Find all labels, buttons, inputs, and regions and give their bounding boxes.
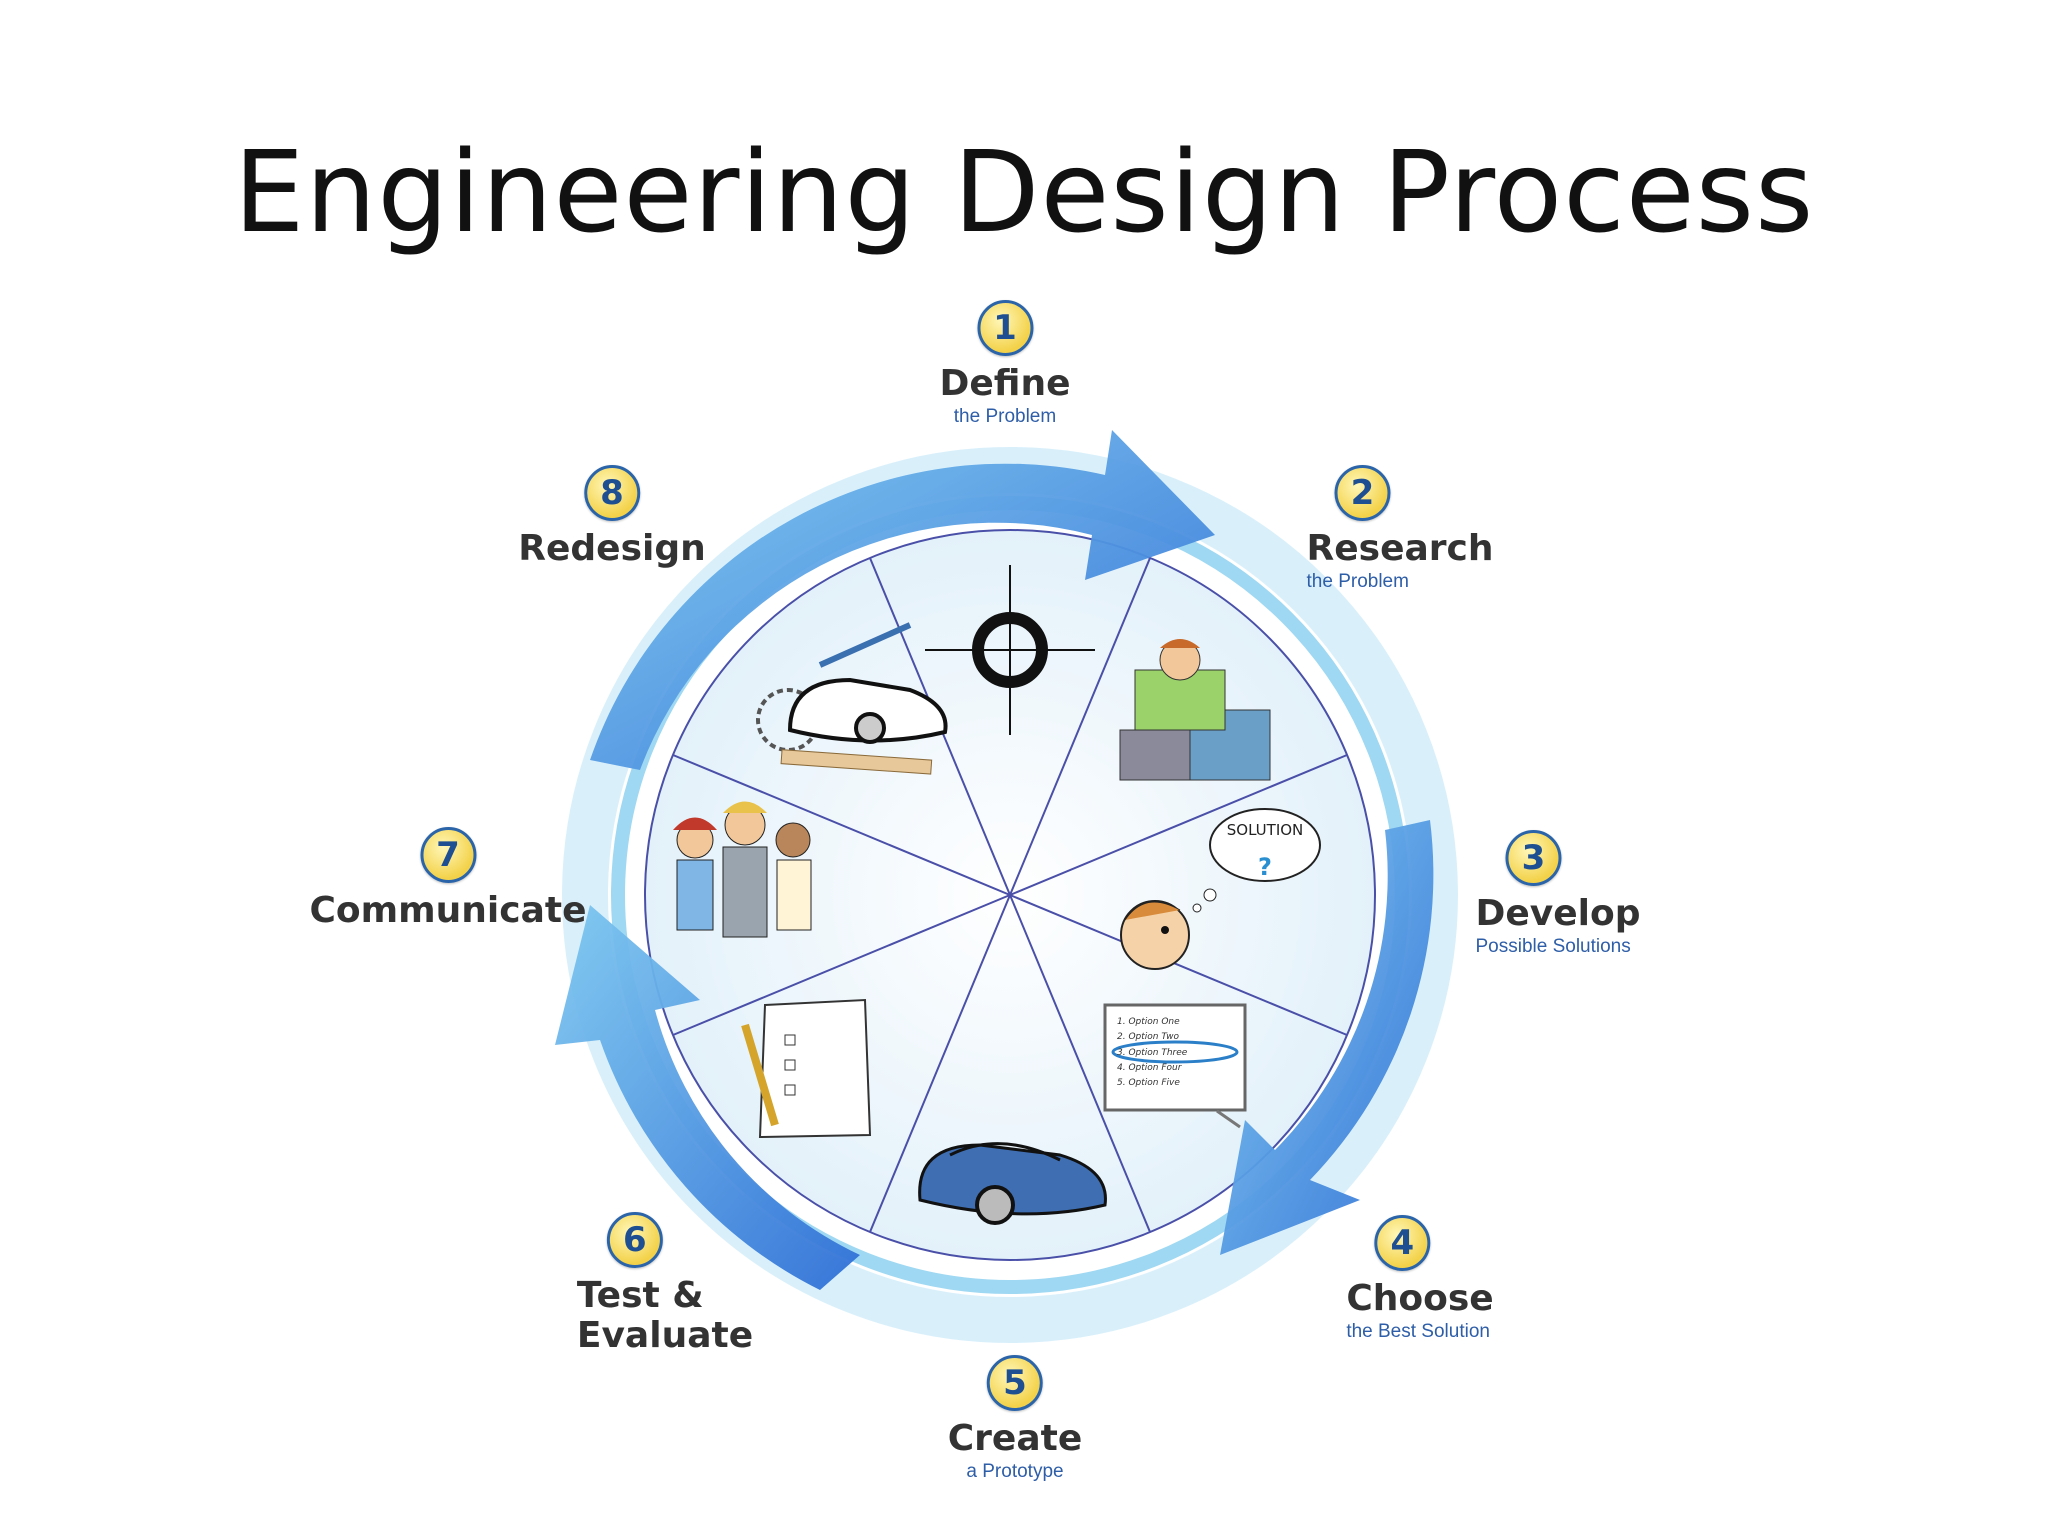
checklist-lines: 1. Option One 2. Option Two 3. Option Th… (1117, 1017, 1188, 1088)
checklist-board-icon (1103, 1003, 1247, 1129)
target-crosshair-icon (925, 565, 1095, 735)
step-choose: 4 Choose the Best Solution (1346, 1215, 1494, 1343)
car-redesign-icon (756, 622, 948, 775)
top-arrow (590, 430, 1215, 770)
wheel-spokes (672, 557, 1348, 1233)
test-checklist-icon (741, 998, 872, 1139)
step-number-badge: 5 (986, 1355, 1043, 1411)
step-title: Define (939, 363, 1071, 404)
step-subtitle: the Problem (953, 406, 1057, 427)
step-title: Redesign (518, 528, 706, 569)
step-communicate: 7 Communicate (309, 827, 587, 931)
svg-text:5. Option Five: 5. Option Five (1117, 1078, 1180, 1088)
step-title: Test & Evaluate (576, 1275, 754, 1356)
step-develop: 3 Develop Possible Solutions (1475, 830, 1641, 958)
question-mark: ? (1258, 853, 1272, 881)
step-number-badge: 1 (977, 300, 1033, 356)
step-number-badge: 3 (1505, 830, 1562, 886)
step-title: Research (1306, 528, 1494, 569)
step-title: Create (947, 1418, 1083, 1459)
step-redesign: 8 Redesign (518, 465, 706, 569)
step-number-badge: 7 (420, 827, 476, 883)
prototype-car-icon (918, 1142, 1107, 1225)
step-test-evaluate: 6 Test & Evaluate (577, 1212, 753, 1356)
step-subtitle: the Best Solution (1346, 1321, 1490, 1342)
step-number-badge: 2 (1334, 465, 1391, 521)
step-number-badge: 4 (1374, 1215, 1431, 1271)
reading-person-icon (1119, 639, 1271, 781)
step-subtitle: a Prototype (966, 1461, 1064, 1482)
step-define: 1 Define the Problem (939, 300, 1071, 428)
svg-text:1. Option One: 1. Option One (1117, 1017, 1180, 1027)
thinking-person-icon (1120, 808, 1321, 970)
step-research: 2 Research the Problem (1307, 465, 1494, 593)
svg-text:2. Option Two: 2. Option Two (1117, 1032, 1179, 1042)
step-create: 5 Create a Prototype (947, 1355, 1083, 1483)
step-title: Develop (1475, 893, 1641, 934)
step-title: Choose (1346, 1278, 1494, 1319)
step-subtitle: the Problem (1306, 571, 1409, 592)
solution-bubble-text: SOLUTION (1227, 821, 1304, 839)
svg-text:3. Option Three: 3. Option Three (1117, 1048, 1188, 1058)
left-arrow (555, 905, 860, 1290)
step-title: Communicate (309, 890, 587, 931)
slide-title: Engineering Design Process (233, 128, 1815, 258)
step-number-badge: 6 (606, 1212, 663, 1268)
step-subtitle: Possible Solutions (1475, 936, 1631, 957)
step-number-badge: 8 (584, 465, 640, 521)
group-discussion-icon (673, 801, 812, 938)
right-arrow (1220, 820, 1434, 1255)
svg-text:4. Option Four: 4. Option Four (1117, 1063, 1183, 1073)
